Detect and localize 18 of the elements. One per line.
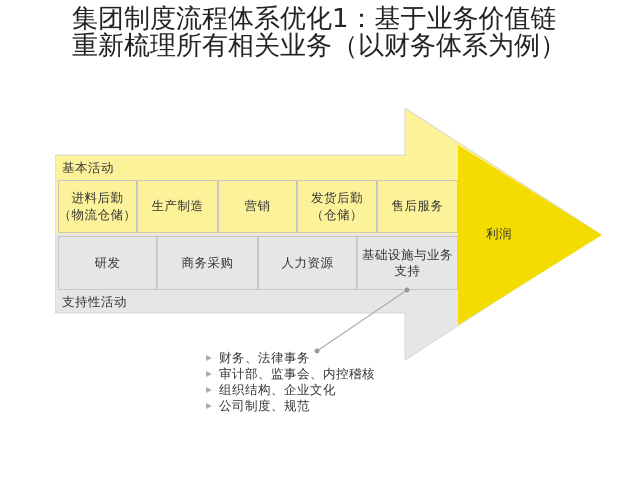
process-box: 发货后勤（仓储） [297, 180, 377, 233]
process-box: 售后服务 [377, 180, 458, 233]
process-box: 研发 [58, 236, 157, 290]
list-item: 公司制度、规范 [219, 398, 310, 414]
title: 集团制度流程体系优化1：基于业务价值链重新梳理所有相关业务（以财务体系为例） [72, 6, 567, 60]
process-box: 基础设施与业务支持 [357, 236, 458, 290]
leader-line [314, 288, 410, 354]
list-item: 审计部、监事会、内控稽核 [219, 366, 375, 382]
process-box: 人力资源 [258, 236, 357, 290]
band-heading: 支持性活动 [58, 291, 453, 313]
list-item: 组织结构、企业文化 [219, 382, 336, 398]
process-box: 营销 [218, 180, 297, 233]
band-heading: 基本活动 [58, 157, 453, 179]
process-box: 进料后勤（物流仓储） [58, 180, 137, 233]
process-box: 生产制造 [137, 180, 218, 233]
profit-label: 利润 [486, 226, 512, 242]
list-item: 财务、法律事务 [219, 350, 310, 366]
process-box: 商务采购 [157, 236, 258, 290]
